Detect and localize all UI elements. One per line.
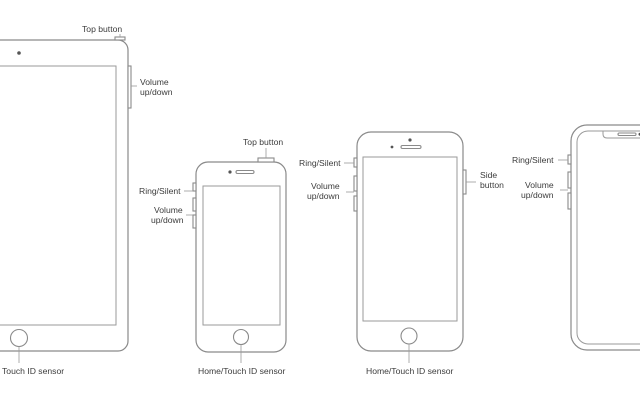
ipad-home-button[interactable] [9, 328, 29, 348]
ipad-volume-label-2: up/down [140, 87, 173, 97]
iphone-se-volume-up[interactable] [192, 197, 197, 212]
iphone-se-camera-icon [228, 170, 232, 174]
iphone-se-volume-label-1: Volume [154, 205, 183, 215]
iphone-8-device [353, 131, 467, 352]
iphone-8-volume-up[interactable] [353, 175, 358, 192]
iphone-x-speaker-icon [617, 132, 637, 137]
iphone-x-volume-label-2: up/down [521, 190, 554, 200]
iphone-se-top-button[interactable] [257, 157, 275, 163]
iphone-8-ring-label: Ring/Silent [299, 158, 341, 168]
iphone-8-home-button[interactable] [400, 327, 418, 345]
iphone-se-home-label: Home/Touch ID sensor [198, 366, 286, 376]
iphone-8-ring-switch[interactable] [353, 157, 358, 168]
iphone-se-speaker-icon [235, 169, 255, 175]
iphone-8-volume-down[interactable] [353, 195, 358, 212]
ipad-camera-icon [17, 51, 21, 55]
iphone-se-volume-label-2: up/down [151, 215, 184, 225]
iphone-x-device [567, 124, 640, 351]
iphone-x-volume-up[interactable] [567, 171, 572, 189]
iphone-x-screen [576, 130, 640, 345]
iphone-8-camera-icon [408, 138, 412, 142]
iphone-8-side-label-1: Side [480, 170, 497, 180]
iphone-8-sensor-icon [390, 145, 394, 149]
iphone-se-device [192, 157, 287, 353]
iphone-8-volume-label-2: up/down [307, 191, 340, 201]
iphone-x-volume-down[interactable] [567, 192, 572, 210]
iphone-se-volume-down[interactable] [192, 214, 197, 229]
iphone-x-volume-label-1: Volume [525, 180, 554, 190]
iphone-se-ring-label: Ring/Silent [139, 186, 181, 196]
ipad-top-button[interactable] [114, 36, 126, 41]
ipad-top-button-label: Top button [82, 24, 122, 34]
iphone-se-screen [202, 185, 281, 326]
ipad-screen [0, 65, 117, 326]
iphone-se-ring-switch[interactable] [192, 182, 197, 192]
ipad-volume-label-1: Volume [140, 77, 169, 87]
iphone-8-speaker-icon [400, 144, 422, 150]
iphone-x-ring-switch[interactable] [567, 154, 572, 165]
iphone-8-side-label-2: button [480, 180, 504, 190]
iphone-8-home-label: Home/Touch ID sensor [366, 366, 454, 376]
iphone-8-volume-label-1: Volume [311, 181, 340, 191]
ipad-home-label: Touch ID sensor [2, 366, 64, 376]
ipad-volume-buttons[interactable] [127, 65, 132, 109]
iphone-8-screen [362, 156, 458, 322]
iphone-se-top-button-label: Top button [243, 137, 283, 147]
iphone-se-home-button[interactable] [232, 328, 250, 346]
ipad-device [0, 36, 132, 352]
iphone-x-ring-label: Ring/Silent [512, 155, 554, 165]
iphone-8-side-button[interactable] [462, 169, 467, 195]
